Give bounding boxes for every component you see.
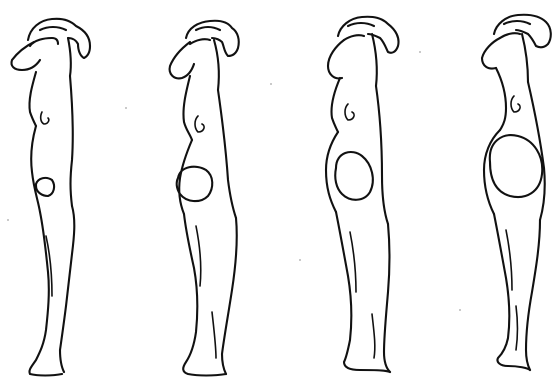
figure-2 — [170, 21, 239, 376]
figure-1 — [11, 19, 90, 376]
figure-3 — [326, 17, 399, 372]
figure-4 — [482, 15, 551, 370]
